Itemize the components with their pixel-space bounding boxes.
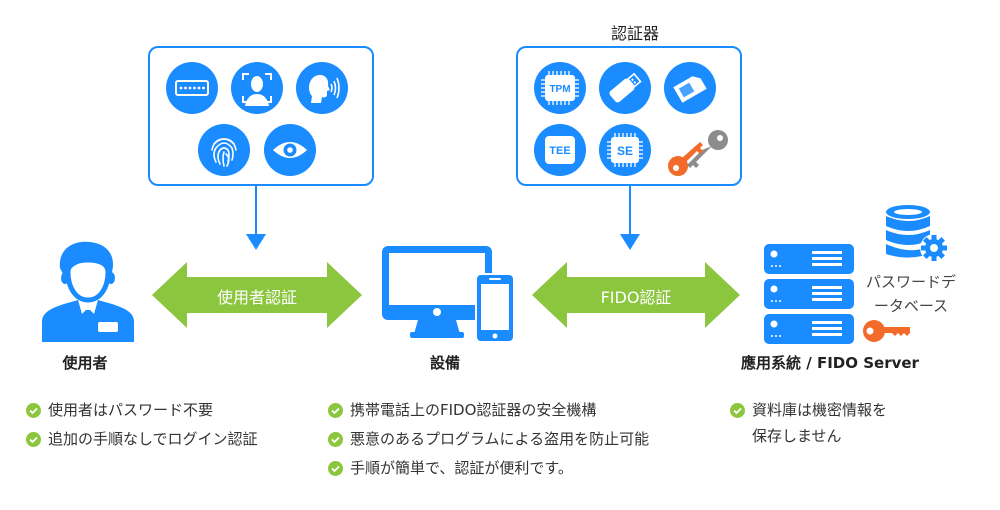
tpm-label: TPM (549, 84, 570, 95)
tee-icon: TEE (534, 124, 586, 176)
server-benefit-item: 資料庫は機密情報を 保存しません (730, 397, 887, 449)
device-benefit-text: 携帯電話上のFIDO認証器の安全機構 (350, 401, 597, 419)
device-monitor-phone-icon (382, 246, 515, 343)
user-avatar-icon (42, 241, 134, 342)
user-benefit-text: 使用者はパスワード不要 (48, 401, 214, 419)
device-benefit-text: 手順が簡単で、認証が便利です。 (350, 459, 573, 477)
key-pair-icon (668, 130, 728, 176)
svg-text:SE: SE (617, 144, 633, 158)
server-node-label: 應用系統 / FIDO Server (741, 354, 919, 372)
face-recognition-icon (231, 62, 283, 114)
check-icon (26, 432, 41, 447)
usb-key-icon (599, 62, 651, 114)
svg-text:TEE: TEE (549, 145, 570, 157)
se-chip-icon: SE (599, 124, 651, 176)
check-icon (730, 403, 745, 418)
server-benefit-line2: 保存しません (752, 427, 842, 445)
device-benefit-item: 携帯電話上のFIDO認証器の安全機構 (328, 397, 596, 423)
server-key-icon (863, 320, 910, 342)
sim-card-icon (664, 62, 716, 114)
check-icon (328, 432, 343, 447)
eye-iris-icon (264, 124, 316, 176)
user-benefit-item: 使用者はパスワード不要 (26, 397, 213, 423)
user-benefit-text: 追加の手順なしでログイン認証 (48, 430, 258, 448)
device-benefit-item: 手順が簡単で、認証が便利です。 (328, 455, 573, 481)
authenticator-connector-arrow (620, 186, 640, 250)
device-node-label: 設備 (429, 354, 460, 372)
tpm-chip-icon: TPM (534, 62, 586, 114)
user-auth-methods-panel (148, 46, 374, 186)
password-database-label-line2: ータベース (873, 297, 949, 315)
server-benefit-text: 資料庫は機密情報を 保存しません (752, 397, 887, 449)
authenticator-panel: TPM TEE (516, 46, 742, 186)
user-auth-double-arrow (152, 262, 362, 328)
user-node-label: 使用者 (62, 354, 108, 372)
fido-auth-double-arrow (532, 262, 740, 328)
user-benefit-item: 追加の手順なしでログイン認証 (26, 426, 258, 452)
server-stack-icon (764, 244, 854, 344)
device-benefit-text: 悪意のあるプログラムによる盗用を防止可能 (350, 430, 650, 448)
check-icon (26, 403, 41, 418)
user-auth-connector-arrow (246, 186, 266, 250)
voice-recognition-icon (296, 62, 348, 114)
check-icon (328, 461, 343, 476)
authenticator-panel-title: 認証器 (610, 24, 659, 43)
fido-auth-arrow-label: FIDO認証 (600, 288, 672, 307)
password-field-icon (166, 62, 218, 114)
device-benefit-item: 悪意のあるプログラムによる盗用を防止可能 (328, 426, 649, 452)
server-benefit-line1: 資料庫は機密情報を (752, 401, 888, 419)
password-database-label: パスワードデ ータベース (856, 270, 966, 318)
database-gear-icon (886, 205, 948, 262)
user-auth-arrow-label: 使用者認証 (216, 288, 297, 307)
fingerprint-icon (198, 124, 250, 176)
password-database-label-line1: パスワードデ (865, 273, 956, 291)
check-icon (328, 403, 343, 418)
